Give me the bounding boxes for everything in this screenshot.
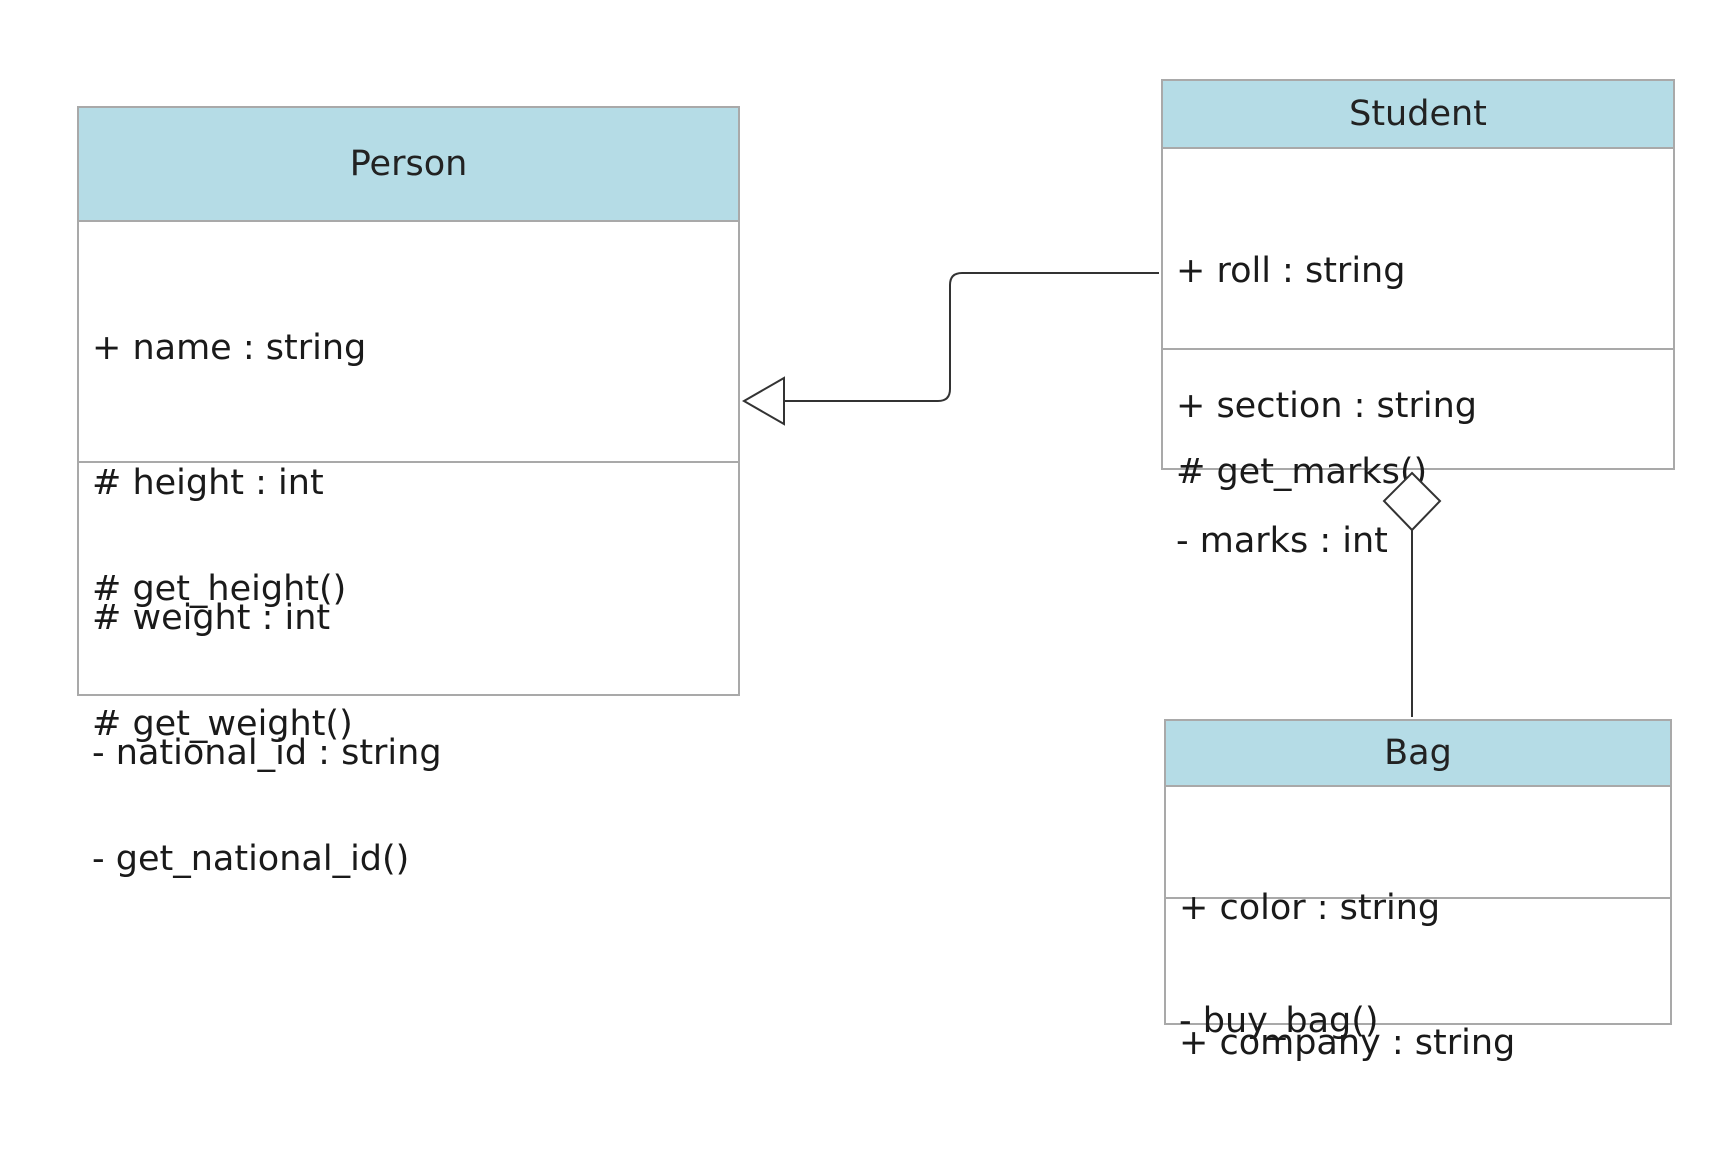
attribute: + color : string <box>1179 888 1441 928</box>
uml-diagram-canvas: Person + name : string # height : int # … <box>77 79 1675 1063</box>
class-bag[interactable]: Bag + color : string + company : string … <box>1164 719 1672 1063</box>
attribute: + roll : string <box>1176 251 1406 291</box>
method: - get_national_id() <box>92 839 410 879</box>
class-bag-methods: - buy_bag() <box>1166 899 1670 1134</box>
attribute: - marks : int <box>1176 521 1388 561</box>
class-person-attributes: + name : string # height : int # weight … <box>79 222 738 773</box>
class-student[interactable]: Student + roll : string + section : stri… <box>1161 79 1675 561</box>
method: - buy_bag() <box>1179 1001 1379 1041</box>
method: # get_height() <box>92 569 347 609</box>
method: # get_marks() <box>1176 452 1428 492</box>
attribute: + name : string <box>92 328 367 368</box>
class-bag-attributes: + color : string + company : string <box>1166 787 1670 1063</box>
class-person-name: Person <box>79 108 738 222</box>
attribute: + section : string <box>1176 386 1478 426</box>
attribute: # height : int <box>92 463 324 503</box>
generalization-line[interactable] <box>784 272 1159 402</box>
attribute: + company : string <box>1179 1023 1516 1063</box>
class-student-name: Student <box>1163 81 1673 149</box>
class-student-attributes: + roll : string + section : string - mar… <box>1163 149 1673 561</box>
class-bag-name: Bag <box>1166 721 1670 787</box>
attribute: - national_id : string <box>92 733 442 773</box>
class-person-methods: # get_height() # get_weight() - get_nati… <box>79 463 738 972</box>
method: # get_weight() <box>92 704 353 744</box>
generalization-arrowhead-icon <box>741 376 785 426</box>
class-person[interactable]: Person + name : string # height : int # … <box>77 106 740 879</box>
attribute: # weight : int <box>92 598 331 638</box>
